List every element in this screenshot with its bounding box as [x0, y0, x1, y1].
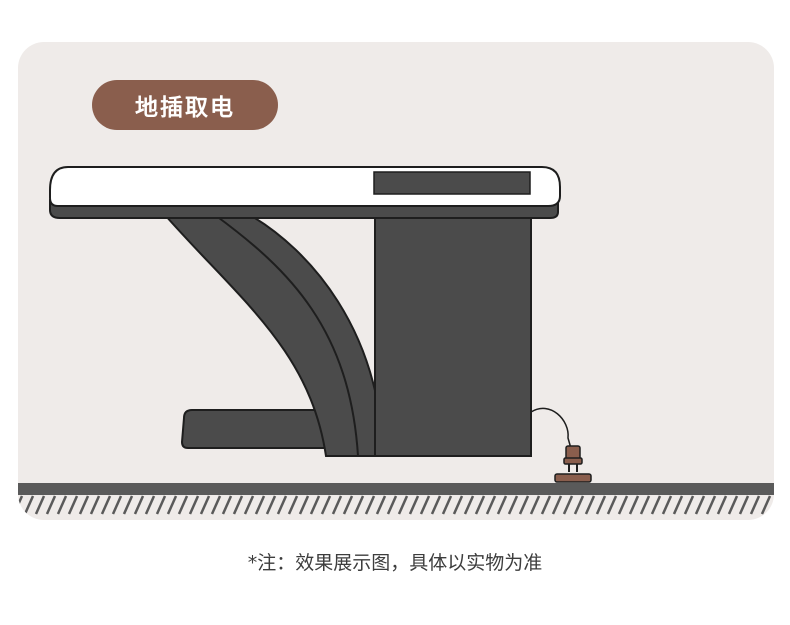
floor-socket-icon: [554, 473, 592, 483]
disclaimer-note: *注：效果展示图，具体以实物为准: [247, 552, 543, 574]
floor-hatch-mark: [18, 495, 24, 515]
floor-hatch-mark: [144, 495, 156, 515]
floor-hatch-mark: [727, 495, 739, 515]
floor-hatch-mark: [309, 495, 321, 515]
floor-hatch-mark: [485, 495, 497, 515]
floor-hatch-mark: [650, 495, 662, 515]
floor-hatch-mark: [122, 495, 134, 515]
floor-hatch-mark: [760, 495, 772, 515]
floor-hatch-mark: [540, 495, 552, 515]
floor-hatch-mark: [518, 495, 530, 515]
floor-hatch-mark: [672, 495, 684, 515]
floor-hatch-mark: [639, 495, 651, 515]
floor-hatch-mark: [738, 495, 750, 515]
floor-hatch-mark: [188, 495, 200, 515]
floor-hatch-mark: [386, 495, 398, 515]
floor-hatch-mark: [375, 495, 387, 515]
floor-hatch-mark: [45, 495, 57, 515]
floor-hatch-mark: [628, 495, 640, 515]
floor-hatch-mark: [573, 495, 585, 515]
floor-hatch-mark: [342, 495, 354, 515]
floor-hatch-mark: [551, 495, 563, 515]
power-plug-icon: [563, 445, 583, 472]
floor-hatch-mark: [694, 495, 706, 515]
desk-cabinet: [374, 213, 532, 457]
floor-hatch-mark: [606, 495, 618, 515]
floor-hatch-mark: [496, 495, 508, 515]
floor-hatch-mark: [67, 495, 79, 515]
floor-hatch-mark: [595, 495, 607, 515]
floor-hatch-mark: [199, 495, 211, 515]
desk-leg-edge-line: [214, 214, 359, 457]
floor-hatch-mark: [89, 495, 101, 515]
floor-hatch-mark: [784, 496, 790, 514]
floor-hatch-mark: [254, 495, 266, 515]
floor-hatch-mark: [408, 495, 420, 515]
floor-hatch-mark: [276, 495, 288, 515]
floor-hatch-mark: [34, 495, 46, 515]
floor-hatch-mark: [617, 495, 629, 515]
floor-hatch-mark: [562, 495, 574, 515]
floor-hatch-mark: [56, 495, 68, 515]
floor-hatch-mark: [78, 495, 90, 515]
floor-hatch-mark: [177, 495, 189, 515]
floor-hatch-mark: [221, 495, 233, 515]
floor-hatch-mark: [397, 495, 409, 515]
floor-hatch-mark: [210, 495, 222, 515]
floor-hatch-mark: [298, 495, 310, 515]
floor-hatch-mark: [287, 495, 299, 515]
floor: [18, 483, 790, 515]
floor-hatch-mark: [584, 495, 596, 515]
floor-hatch-mark: [749, 495, 761, 515]
floor-hatch-mark: [331, 495, 343, 515]
floor-hatch-mark: [100, 495, 112, 515]
floor-hatch-mark: [661, 495, 673, 515]
floor-power-badge: 地插取电: [92, 80, 278, 130]
floor-hatch-mark: [265, 495, 277, 515]
floor-hatch-mark: [474, 495, 486, 515]
floor-hatch-mark: [419, 495, 431, 515]
tabletop-dark-panel: [373, 171, 531, 195]
power-cable: [530, 407, 573, 453]
floor-hatch-mark: [705, 495, 717, 515]
floor-hatch-mark: [155, 495, 167, 515]
floor-hatch-mark: [683, 495, 695, 515]
floor-hatch-mark: [353, 495, 365, 515]
floor-hatch-mark: [320, 495, 332, 515]
floor-hatch-mark: [463, 495, 475, 515]
floor-hatch-mark: [430, 495, 442, 515]
floor-hatch-mark: [441, 495, 453, 515]
floor-hatch-mark: [111, 495, 123, 515]
floor-hatch-mark: [529, 495, 541, 515]
floor-hatch-mark: [364, 495, 376, 515]
floor-hatch-mark: [507, 495, 519, 515]
floor-hatch-mark: [166, 495, 178, 515]
floor-hatch-mark: [243, 495, 255, 515]
floor-hatch-mark: [452, 495, 464, 515]
floor-hatch-mark: [771, 495, 774, 515]
floor-hatch-mark: [716, 495, 728, 515]
floor-hatch-mark: [232, 495, 244, 515]
floor-hatch-mark: [23, 495, 35, 515]
floor-hatch-mark: [133, 495, 145, 515]
desk-leg-foot: [180, 409, 329, 449]
